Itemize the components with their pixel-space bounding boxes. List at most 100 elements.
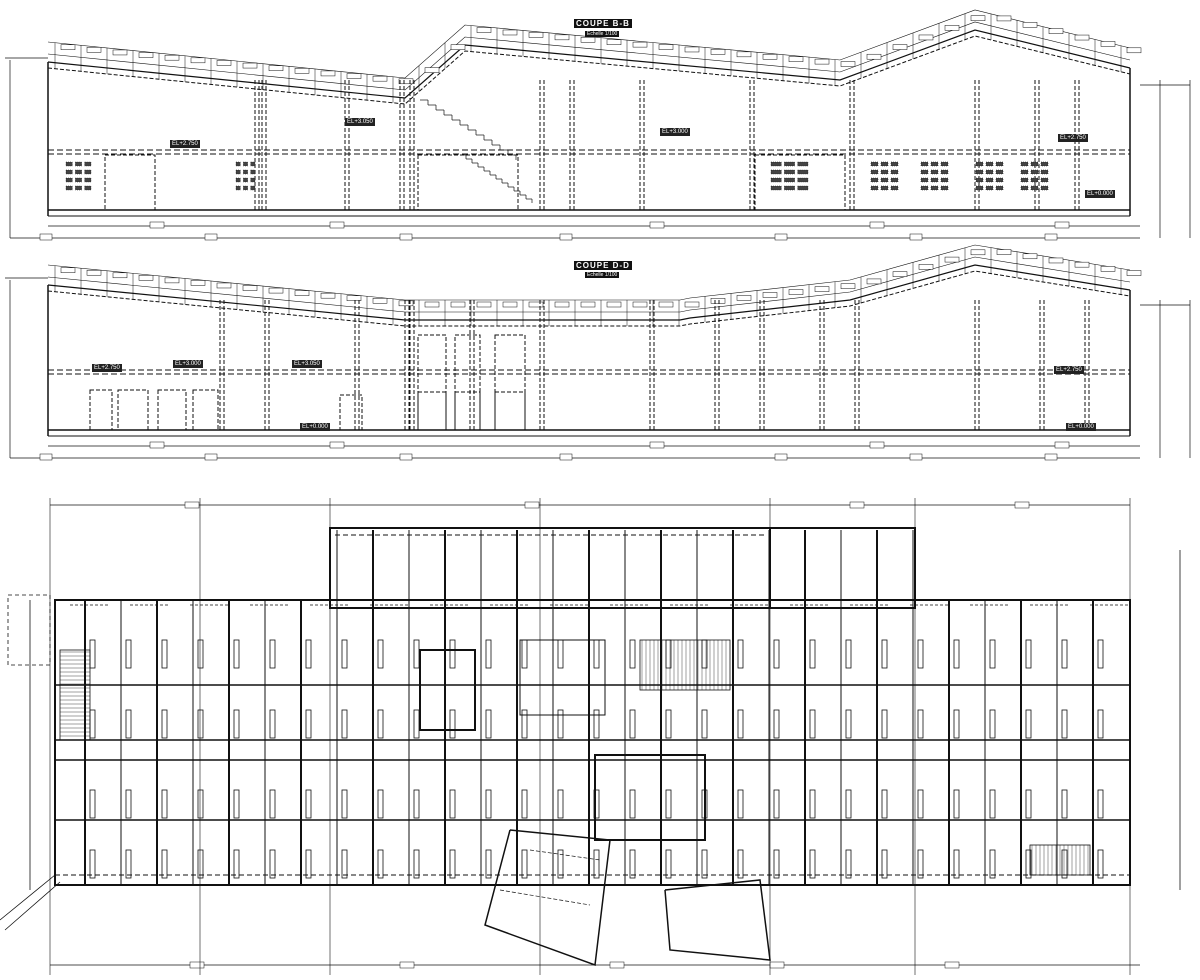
dimension-tag [762,292,778,298]
window [84,177,92,183]
dimension-tag [399,961,415,969]
window [84,169,92,175]
window [880,161,889,167]
dimension-tag [268,65,284,71]
window [770,169,782,175]
column-marker [485,789,492,819]
column-marker [701,849,708,879]
column-marker [341,639,348,669]
dimension-tag [840,283,856,289]
column-marker [341,849,348,879]
dimension-tag [346,73,362,79]
column-marker [377,709,384,739]
window [784,161,795,167]
dimension-tag [242,62,258,69]
window [75,169,82,175]
window [243,169,248,175]
column-marker [197,849,204,879]
window [250,185,256,191]
dimension-tag [502,301,518,308]
column-marker [377,789,384,819]
dimension-tag [399,453,413,461]
dimension-tag [1074,34,1090,41]
dimension-tag [996,15,1012,22]
column-marker [341,709,348,739]
column-marker [1061,709,1068,739]
window [250,161,256,167]
dimension-tag [424,67,440,73]
window [930,185,939,191]
dimension-tag [892,271,908,277]
dimension-tag [1048,257,1064,264]
entrance-canopy [7,594,51,666]
dimension-tag [190,57,206,64]
window [920,177,929,183]
dimension-tag [869,221,885,229]
column-marker [809,639,816,669]
window [784,169,795,175]
dimension-tag [632,301,648,308]
window [784,185,795,191]
dimension-tag [138,275,154,281]
dimension-tag [1126,47,1142,54]
column-marker [665,789,672,819]
column-marker [917,849,924,879]
window [770,161,782,167]
window [975,177,984,183]
column-marker [1097,849,1104,879]
column-marker [557,709,564,739]
window [1040,185,1049,191]
window [930,161,939,167]
column-marker [485,709,492,739]
window [975,185,984,191]
column-marker [737,789,744,819]
column-marker [125,849,132,879]
window [940,185,949,191]
column-marker [233,789,240,819]
column-marker [953,639,960,669]
dimension-tag [268,287,284,294]
column-marker [737,639,744,669]
dimension-tag [424,301,440,308]
door [104,154,156,211]
column-marker [161,709,168,739]
door [117,389,149,431]
section-d-d [5,244,1191,461]
dimension-tag [1044,453,1058,461]
column-marker [881,849,888,879]
north-wing-east [769,527,916,609]
dimension-tag [1074,261,1090,268]
dimension-tag [320,70,336,77]
dimension-tag [1044,233,1058,241]
column-marker [629,709,636,739]
dimension-tag [528,301,544,308]
dimension-tag [710,298,726,304]
elevation-label: EL+3.050 [345,118,375,126]
window [1040,161,1049,167]
dimension-tag [1022,253,1038,260]
window [1030,185,1039,191]
dimension-tag [580,37,596,43]
column-marker [125,639,132,669]
window [870,169,879,175]
dimension-tag [524,501,540,509]
dimension-tag [554,301,570,308]
column-marker [557,639,564,669]
dimension-tag [149,441,165,449]
dimension-tag [138,52,154,58]
window [75,161,82,167]
column-marker [953,709,960,739]
elevation-label: EL+0.000 [1085,190,1115,198]
column-marker [917,639,924,669]
dimension-tag [580,301,596,308]
window [985,177,994,183]
window [1020,177,1029,183]
entrance-wing-line [499,889,591,906]
window [870,161,879,167]
dimension-tag [204,233,218,241]
dimension-tag [399,233,413,241]
section-title: COUPE D-D [574,261,632,270]
dimension-tag [774,233,788,241]
door [417,334,447,431]
column-marker [161,789,168,819]
